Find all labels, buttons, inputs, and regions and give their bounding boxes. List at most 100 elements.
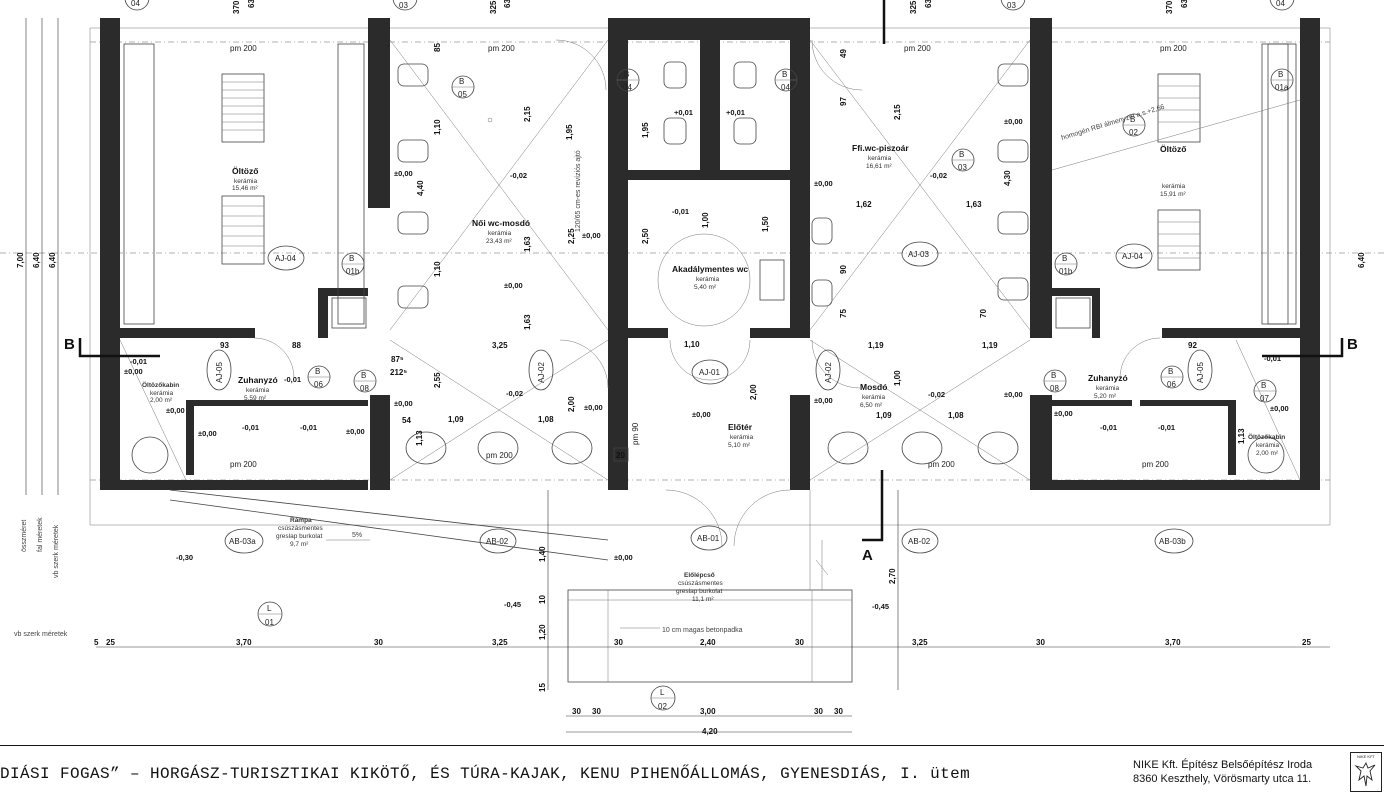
note-pm: pm 200 <box>1160 44 1187 53</box>
note-pm: pm 200 <box>230 44 257 53</box>
svg-text:kerámia: kerámia <box>868 155 892 162</box>
level-mark: +0,01 <box>726 108 745 117</box>
bubble-b08-right: B08 <box>1043 369 1067 393</box>
level-mark: ±0,00 <box>614 553 633 562</box>
svg-text:9,7 m²: 9,7 m² <box>290 541 309 548</box>
svg-text:B: B <box>1278 70 1283 79</box>
interior-dim: 2,00 <box>567 396 576 412</box>
window-tag: AB-03a <box>229 537 256 546</box>
svg-text:Rámpa: Rámpa <box>290 517 312 524</box>
top-dim: 63 <box>503 0 512 8</box>
interior-dim: 1,13 <box>1237 428 1246 444</box>
top-dim: 370 <box>232 0 241 14</box>
axis-lines <box>0 27 1384 526</box>
svg-text:greslap burkolat: greslap burkolat <box>276 533 322 540</box>
bottom-dim: 3,70 <box>1165 638 1181 647</box>
door-tag: AJ-02 <box>537 362 546 383</box>
level-mark: -0,45 <box>872 602 889 611</box>
svg-text:kerámia: kerámia <box>1162 183 1186 190</box>
svg-text:5,40 m²: 5,40 m² <box>694 284 717 291</box>
stair-dim: 30 <box>834 707 843 716</box>
interior-dim: 1,08 <box>538 415 554 424</box>
interior-dim: 1,08 <box>948 411 964 420</box>
project-title: DIÁSI FOGAS” – HORGÁSZ-TURISZTIKAI KIKÖT… <box>0 765 971 783</box>
svg-text:B: B <box>459 77 464 86</box>
svg-text:kerámia: kerámia <box>862 394 886 401</box>
svg-text:2,00 m²: 2,00 m² <box>150 397 173 404</box>
svg-text:L: L <box>660 688 665 697</box>
door-tag: AJ-03 <box>908 250 929 259</box>
note-pm: pm 200 <box>928 460 955 469</box>
section-label-b-right: B <box>1347 336 1358 353</box>
room-label-elolepcso: Előlépcső csúszásmentes greslap burkolat… <box>676 572 724 603</box>
ramp-and-stair <box>169 489 853 683</box>
svg-text:kerámia: kerámia <box>696 276 720 283</box>
axis-tag-04-left: 04 <box>131 0 140 8</box>
interior-dim: 1,95 <box>565 124 574 140</box>
top-dim: 63 <box>1180 0 1189 8</box>
svg-text:Zuhanyzó: Zuhanyzó <box>238 375 278 385</box>
level-mark: ±0,00 <box>584 403 603 412</box>
bottom-dim: 25 <box>1302 638 1311 647</box>
note-pm: pm 200 <box>230 460 257 469</box>
interior-dim: 93 <box>220 341 229 350</box>
bubble-b04-left: B04 <box>616 68 640 92</box>
bottom-dim: 2,40 <box>700 638 716 647</box>
note-pm: pm 200 <box>488 44 515 53</box>
window-tag: AB-01 <box>697 534 720 543</box>
window-tag: AB-03b <box>1159 537 1186 546</box>
bottom-dim: 30 <box>374 638 383 647</box>
interior-dim: 1,10 <box>433 261 442 277</box>
svg-text:6,50 m²: 6,50 m² <box>860 402 883 409</box>
level-mark: ±0,00 <box>1004 117 1023 126</box>
stair-dim: 30 <box>572 707 581 716</box>
bottom-dim: 3,70 <box>236 638 252 647</box>
interior-dim: 54 <box>402 416 411 425</box>
bottom-dim: 30 <box>1036 638 1045 647</box>
bottom-dim: 3,25 <box>912 638 928 647</box>
level-mark: +0,01 <box>674 108 693 117</box>
svg-text:05: 05 <box>458 90 467 99</box>
level-mark: ±0,00 <box>814 179 833 188</box>
svg-text:B: B <box>1261 381 1266 390</box>
level-mark: -0,30 <box>176 553 193 562</box>
interior-dim: 1,50 <box>761 216 770 232</box>
interior-dim: 1,63 <box>523 236 532 252</box>
svg-text:11,1 m²: 11,1 m² <box>692 596 714 603</box>
bubble-b05: B 05 <box>451 75 475 99</box>
bubble-b06-right: B06 <box>1160 365 1184 389</box>
svg-text:B: B <box>361 371 366 380</box>
section-label-a: A <box>862 547 873 564</box>
svg-text:16,61 m²: 16,61 m² <box>866 163 892 170</box>
svg-text:kerámia: kerámia <box>1096 385 1120 392</box>
svg-text:B: B <box>349 254 354 263</box>
interior-dim: 1,09 <box>876 411 892 420</box>
drainage-lines <box>119 39 1301 481</box>
interior-dim: 1,10 <box>433 119 442 135</box>
floor-plan: B B A 04 03 03 04 370 63 325 63 325 63 3… <box>0 0 1384 736</box>
interior-dim: 2,55 <box>433 372 442 388</box>
svg-text:04: 04 <box>623 83 632 92</box>
interior-dim: 1,63 <box>523 314 532 330</box>
room-label-noi-wc: Női wc-mosdó kerámia 23,43 m² <box>472 218 530 245</box>
interior-dim: 75 <box>839 309 848 318</box>
svg-text:kerámia: kerámia <box>234 178 258 185</box>
interior-dim: 212⁵ <box>390 368 407 377</box>
svg-text:Mosdó: Mosdó <box>860 382 887 392</box>
svg-text:01a: 01a <box>1275 83 1289 92</box>
interior-dimensions: 1,95 1,95 2,15 2,15 4,40 4,30 1,10 1,10 … <box>220 43 1246 446</box>
svg-text:B: B <box>1130 115 1135 124</box>
svg-text:Előlépcső: Előlépcső <box>684 572 715 579</box>
interior-dim: 2,15 <box>893 104 902 120</box>
interior-dim: 1,00 <box>893 370 902 386</box>
level-mark: -0,01 <box>1100 423 1117 432</box>
axis-tag-04-right: 04 <box>1276 0 1285 8</box>
svg-text:Zuhanyzó: Zuhanyzó <box>1088 373 1128 383</box>
stair-dim: 3,00 <box>700 707 716 716</box>
room-labels: Öltöző kerámia 15,46 m² Női wc-mosdó ker… <box>142 143 1285 603</box>
door-tag: AJ-04 <box>1122 252 1143 261</box>
level-mark: ±0,00 <box>124 367 143 376</box>
vertical-dim: 2,70 <box>888 568 897 584</box>
